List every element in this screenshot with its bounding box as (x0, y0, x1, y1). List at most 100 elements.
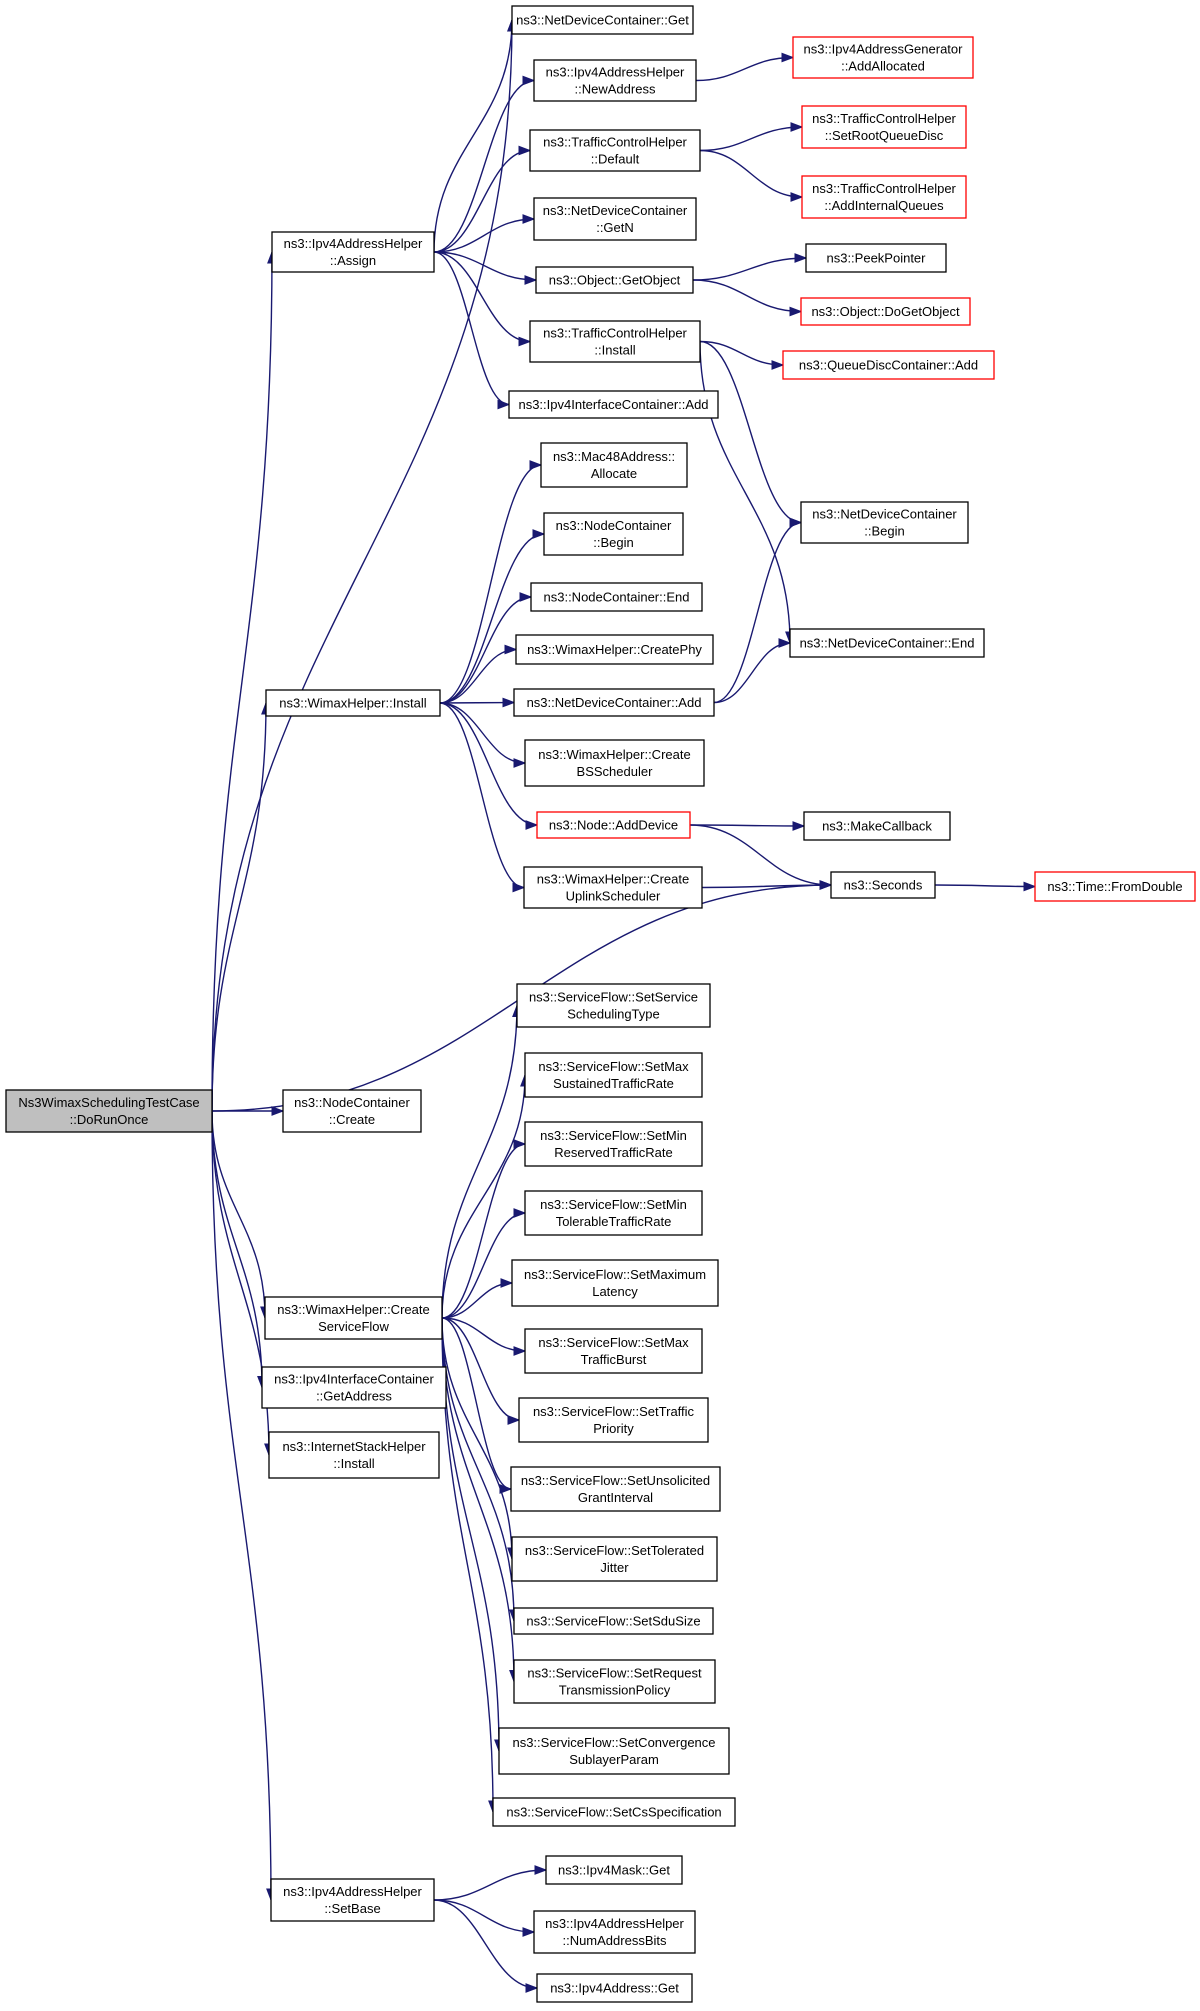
arrowhead-icon (792, 821, 806, 831)
edge-line (692, 279, 802, 313)
node-label: ns3::NetDeviceContainer::End (800, 636, 975, 651)
node-label: ::Begin (593, 535, 633, 550)
node-sf-setreqtx[interactable]: ns3::ServiceFlow::SetRequestTransmission… (513, 1659, 716, 1704)
node-sf-setsched[interactable]: ns3::ServiceFlow::SetServiceSchedulingTy… (516, 983, 711, 1028)
node-wh-createphy[interactable]: ns3::WimaxHelper::CreatePhy (515, 634, 714, 665)
node-label: ns3::Ipv4AddressHelper (283, 1884, 422, 1899)
arrowhead-icon (529, 460, 543, 470)
node-label: ::NumAddressBits (562, 1933, 667, 1948)
node-tch-addinternal[interactable]: ns3::TrafficControlHelper::AddInternalQu… (801, 175, 967, 219)
node-nc-begin[interactable]: ns3::NodeContainer::Begin (543, 512, 684, 556)
node-sf-setsdusize[interactable]: ns3::ServiceFlow::SetSduSize (513, 1607, 714, 1635)
node-ipv4ic-add[interactable]: ns3::Ipv4InterfaceContainer::Add (508, 390, 719, 419)
node-ndc-end[interactable]: ns3::NetDeviceContainer::End (789, 628, 985, 658)
node-seconds[interactable]: ns3::Seconds (830, 871, 936, 899)
node-wh-install[interactable]: ns3::WimaxHelper::Install (265, 689, 441, 717)
node-sf-setmaxsus[interactable]: ns3::ServiceFlow::SetMaxSustainedTraffic… (524, 1052, 703, 1098)
node-label: ns3::WimaxHelper::Create (537, 872, 689, 887)
edge-line (441, 1005, 518, 1319)
node-box (524, 739, 705, 787)
node-ipv4ah-numbits[interactable]: ns3::Ipv4AddressHelper::NumAddressBits (533, 1910, 696, 1954)
node-box (530, 582, 703, 612)
call-edge (441, 1278, 514, 1319)
node-obj-getobject[interactable]: ns3::Object::GetObject (535, 266, 694, 294)
edge-line (433, 19, 513, 253)
node-label: ns3::WimaxHelper::Install (279, 696, 426, 711)
node-label: ns3::Object::GetObject (549, 273, 681, 288)
call-edge (441, 1139, 527, 1319)
node-label: ns3::ServiceFlow::SetMin (540, 1128, 687, 1143)
node-ipv4ah-newaddr[interactable]: ns3::Ipv4AddressHelper::NewAddress (533, 59, 697, 102)
call-edge (701, 880, 833, 890)
arrowhead-icon (819, 880, 833, 890)
node-tch-setroot[interactable]: ns3::TrafficControlHelper::SetRootQueueD… (801, 105, 967, 149)
node-label: ::Assign (330, 253, 376, 268)
node-peekpointer[interactable]: ns3::PeekPointer (805, 243, 947, 273)
node-layer: Ns3WimaxSchedulingTestCase::DoRunOncens3… (5, 5, 1196, 2003)
node-box (533, 197, 697, 241)
edge-line (433, 1869, 547, 1901)
node-ipv4ah-setbase[interactable]: ns3::Ipv4AddressHelper::SetBase (270, 1878, 435, 1922)
node-node-adddevice[interactable]: ns3::Node::AddDevice (536, 811, 691, 839)
node-qdc-add[interactable]: ns3::QueueDiscContainer::Add (782, 350, 995, 380)
node-sf-setconv[interactable]: ns3::ServiceFlow::SetConvergenceSublayer… (498, 1727, 730, 1775)
node-ndc-get[interactable]: ns3::NetDeviceContainer::Get (511, 5, 694, 35)
node-ipv4mask-get[interactable]: ns3::Ipv4Mask::Get (545, 1855, 683, 1885)
node-label: ::GetN (596, 220, 634, 235)
node-label: ns3::ServiceFlow::SetMin (540, 1197, 687, 1212)
edge-line (699, 126, 803, 152)
node-ndc-add[interactable]: ns3::NetDeviceContainer::Add (513, 688, 715, 717)
node-ish-install[interactable]: ns3::InternetStackHelper::Install (268, 1431, 440, 1479)
node-mac48-alloc[interactable]: ns3::Mac48Address::Allocate (540, 442, 688, 488)
node-ipv4ag-addalloc[interactable]: ns3::Ipv4AddressGenerator::AddAllocated (792, 36, 974, 79)
arrowhead-icon (525, 1983, 539, 1993)
node-label: TolerableTrafficRate (556, 1214, 672, 1229)
node-ndc-begin[interactable]: ns3::NetDeviceContainer::Begin (800, 501, 969, 544)
arrowhead-icon (513, 1346, 527, 1356)
call-edge (695, 52, 795, 82)
arrowhead-icon (500, 1278, 514, 1288)
node-box (540, 442, 688, 488)
node-box (533, 1910, 696, 1954)
arrowhead-icon (524, 275, 538, 285)
node-time-fromdouble[interactable]: ns3::Time::FromDouble (1034, 871, 1196, 902)
node-label: ns3::ServiceFlow::SetConvergence (512, 1735, 715, 1750)
node-sf-setugi[interactable]: ns3::ServiceFlow::SetUnsolicitedGrantInt… (510, 1466, 721, 1512)
node-root[interactable]: Ns3WimaxSchedulingTestCase::DoRunOnce (5, 1089, 213, 1133)
node-tch-install[interactable]: ns3::TrafficControlHelper::Install (529, 320, 701, 363)
node-sf-setcsspec[interactable]: ns3::ServiceFlow::SetCsSpecification (492, 1797, 736, 1827)
node-label: ns3::Ipv4InterfaceContainer::Add (518, 397, 708, 412)
node-label: ::Install (333, 1456, 374, 1471)
node-sf-setminres[interactable]: ns3::ServiceFlow::SetMinReservedTrafficR… (524, 1121, 703, 1167)
node-ndc-getn[interactable]: ns3::NetDeviceContainer::GetN (533, 197, 697, 241)
node-nc-create[interactable]: ns3::NodeContainer::Create (282, 1089, 422, 1133)
edge-line (211, 702, 267, 1112)
node-label: ns3::TrafficControlHelper (812, 111, 956, 126)
node-ipv4ah-assign[interactable]: ns3::Ipv4AddressHelper::Assign (271, 231, 435, 273)
node-box (803, 811, 951, 841)
node-ipv4ic-getaddr[interactable]: ns3::Ipv4InterfaceContainer::GetAddress (261, 1366, 447, 1409)
arrowhead-icon (778, 638, 792, 648)
call-edge (692, 253, 808, 281)
call-edge (441, 1317, 527, 1356)
node-label: SustainedTrafficRate (553, 1076, 674, 1091)
node-label: SublayerParam (569, 1752, 659, 1767)
call-edge (439, 644, 518, 704)
node-sf-setmintol[interactable]: ns3::ServiceFlow::SetMinTolerableTraffic… (524, 1190, 703, 1236)
node-tch-default[interactable]: ns3::TrafficControlHelper::Default (529, 129, 701, 172)
node-ipv4addr-get[interactable]: ns3::Ipv4Address::Get (536, 1973, 693, 2003)
node-box (533, 59, 697, 102)
node-makecallback[interactable]: ns3::MakeCallback (803, 811, 951, 841)
edge-line (441, 1317, 513, 1560)
node-label: ::SetBase (324, 1901, 380, 1916)
arrowhead-icon (522, 75, 536, 86)
node-obj-dogetobject[interactable]: ns3::Object::DoGetObject (800, 297, 971, 326)
node-nc-end[interactable]: ns3::NodeContainer::End (530, 582, 703, 612)
